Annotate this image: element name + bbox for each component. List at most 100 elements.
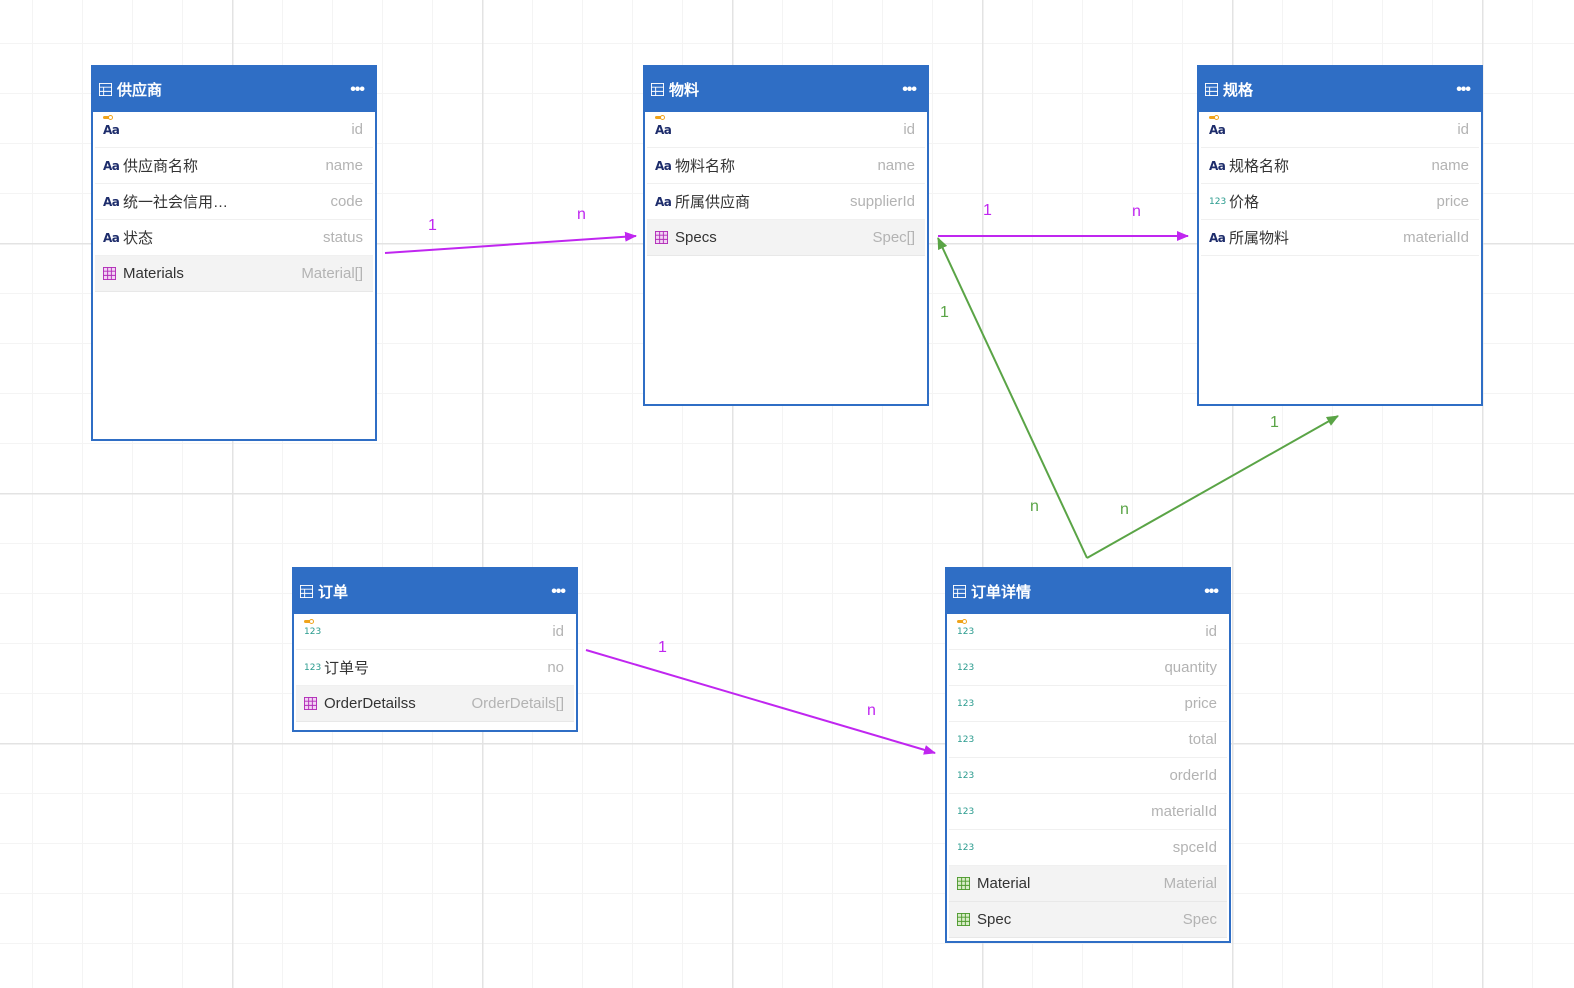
field-row[interactable]: 123 materialId xyxy=(949,794,1227,830)
relation-line-order-detail[interactable] xyxy=(585,649,936,755)
relation-label-to: n xyxy=(1132,203,1141,220)
number-type-icon: 123 xyxy=(957,842,975,853)
field-name: total xyxy=(1188,731,1217,748)
ellipsis-icon[interactable]: ••• xyxy=(902,80,917,98)
field-row[interactable]: Aa 规格名称 name xyxy=(1201,148,1479,184)
field-row[interactable]: Aa id xyxy=(647,112,925,148)
relation-label-from: 1 xyxy=(658,639,667,656)
field-name: Material xyxy=(1163,875,1217,892)
relation-label-from: 1 xyxy=(428,217,437,234)
ellipsis-icon[interactable]: ••• xyxy=(551,582,566,600)
field-row[interactable]: Aa 所属供应商 supplierId xyxy=(647,184,925,220)
key-icon: 123 xyxy=(957,618,974,637)
table-icon xyxy=(953,585,966,598)
field-name: no xyxy=(547,659,564,676)
relation-field-row[interactable]: Material Material xyxy=(949,866,1227,902)
entity-header[interactable]: 物料 ••• xyxy=(645,67,927,112)
field-name: id xyxy=(903,121,915,138)
field-name: supplierId xyxy=(849,193,915,210)
field-row[interactable]: 123 orderId xyxy=(949,758,1227,794)
field-name: materialId xyxy=(1403,229,1469,246)
entity-spec[interactable]: 规格 ••• Aa id Aa 规格名称 name 123 价格 price A… xyxy=(1197,65,1483,406)
relation-table-icon xyxy=(957,877,973,890)
ellipsis-icon[interactable]: ••• xyxy=(1204,582,1219,600)
number-type-icon: 123 xyxy=(957,806,975,817)
table-icon xyxy=(651,83,664,96)
field-label: 订单号 xyxy=(324,660,370,677)
relation-field-row[interactable]: Materials Material[] xyxy=(95,256,373,292)
entity-order[interactable]: 订单 ••• 123 id 123 订单号 no OrderDetailss O… xyxy=(292,567,578,732)
field-name: price xyxy=(1436,193,1469,210)
entity-header[interactable]: 供应商 ••• xyxy=(93,67,375,112)
relation-table-icon xyxy=(655,231,671,244)
relation-label-to: n xyxy=(1120,501,1129,518)
field-name: id xyxy=(351,121,363,138)
field-name: materialId xyxy=(1151,803,1217,820)
field-name: Spec xyxy=(1182,911,1217,928)
ellipsis-icon[interactable]: ••• xyxy=(350,80,365,98)
entity-header[interactable]: 订单详情 ••• xyxy=(947,569,1229,614)
field-label: 统一社会信用… xyxy=(123,194,229,211)
relation-line-detail-material[interactable] xyxy=(937,237,1088,559)
entity-material[interactable]: 物料 ••• Aa id Aa 物料名称 name Aa 所属供应商 suppl… xyxy=(643,65,929,406)
relation-field-row[interactable]: Specs Spec[] xyxy=(647,220,925,256)
field-row[interactable]: Aa 统一社会信用… code xyxy=(95,184,373,220)
entity-supplier[interactable]: 供应商 ••• Aa id Aa 供应商名称 name Aa 统一社会信用… c… xyxy=(91,65,377,441)
table-icon xyxy=(300,585,313,598)
field-label: 价格 xyxy=(1229,194,1260,211)
key-icon: 123 xyxy=(304,618,321,637)
entity-title: 订单详情 xyxy=(971,584,1032,601)
field-label: OrderDetailss xyxy=(324,695,416,712)
table-icon xyxy=(99,83,112,96)
entity-order-detail[interactable]: 订单详情 ••• 123 id 123 quantity 123 price 1… xyxy=(945,567,1231,943)
relation-label-to: n xyxy=(867,702,876,719)
field-row[interactable]: 123 price xyxy=(949,686,1227,722)
text-type-icon: Aa xyxy=(655,158,672,173)
field-row[interactable]: 123 id xyxy=(949,614,1227,650)
field-label: 规格名称 xyxy=(1229,158,1290,175)
relation-field-row[interactable]: Spec Spec xyxy=(949,902,1227,938)
field-row[interactable]: Aa id xyxy=(95,112,373,148)
field-label: 供应商名称 xyxy=(123,158,199,175)
field-row[interactable]: 123 spceId xyxy=(949,830,1227,866)
text-type-icon: Aa xyxy=(103,230,120,245)
field-row[interactable]: Aa 状态 status xyxy=(95,220,373,256)
number-type-icon: 123 xyxy=(304,662,322,673)
field-row[interactable]: 123 价格 price xyxy=(1201,184,1479,220)
field-name: id xyxy=(552,623,564,640)
entity-title: 供应商 xyxy=(117,82,163,99)
relation-label-from: 1 xyxy=(1270,414,1279,431)
field-label: Materials xyxy=(123,265,184,282)
text-type-icon: Aa xyxy=(103,158,120,173)
field-name: name xyxy=(325,157,363,174)
entity-header[interactable]: 规格 ••• xyxy=(1199,67,1481,112)
relation-table-icon xyxy=(957,913,973,926)
field-label: 状态 xyxy=(123,230,154,247)
field-row[interactable]: 123 订单号 no xyxy=(296,650,574,686)
relation-line-detail-spec[interactable] xyxy=(1086,415,1339,559)
field-name: id xyxy=(1457,121,1469,138)
field-row[interactable]: Aa 供应商名称 name xyxy=(95,148,373,184)
key-icon: Aa xyxy=(1209,114,1226,137)
relation-table-icon xyxy=(103,267,119,280)
field-name: Material[] xyxy=(301,265,363,282)
text-type-icon: Aa xyxy=(655,194,672,209)
table-icon xyxy=(1205,83,1218,96)
entity-header[interactable]: 订单 ••• xyxy=(294,569,576,614)
field-label: 所属物料 xyxy=(1229,230,1290,247)
relation-field-row[interactable]: OrderDetailss OrderDetails[] xyxy=(296,686,574,722)
field-row[interactable]: Aa 物料名称 name xyxy=(647,148,925,184)
relation-table-icon xyxy=(304,697,320,710)
field-label: 所属供应商 xyxy=(675,194,751,211)
relation-label-from: 1 xyxy=(983,202,992,219)
field-row[interactable]: Aa id xyxy=(1201,112,1479,148)
field-row[interactable]: 123 id xyxy=(296,614,574,650)
relation-line-supplier-material[interactable] xyxy=(384,231,637,254)
field-row[interactable]: 123 quantity xyxy=(949,650,1227,686)
field-row[interactable]: Aa 所属物料 materialId xyxy=(1201,220,1479,256)
field-name: OrderDetails[] xyxy=(471,695,564,712)
field-row[interactable]: 123 total xyxy=(949,722,1227,758)
text-type-icon: Aa xyxy=(1209,230,1226,245)
ellipsis-icon[interactable]: ••• xyxy=(1456,80,1471,98)
